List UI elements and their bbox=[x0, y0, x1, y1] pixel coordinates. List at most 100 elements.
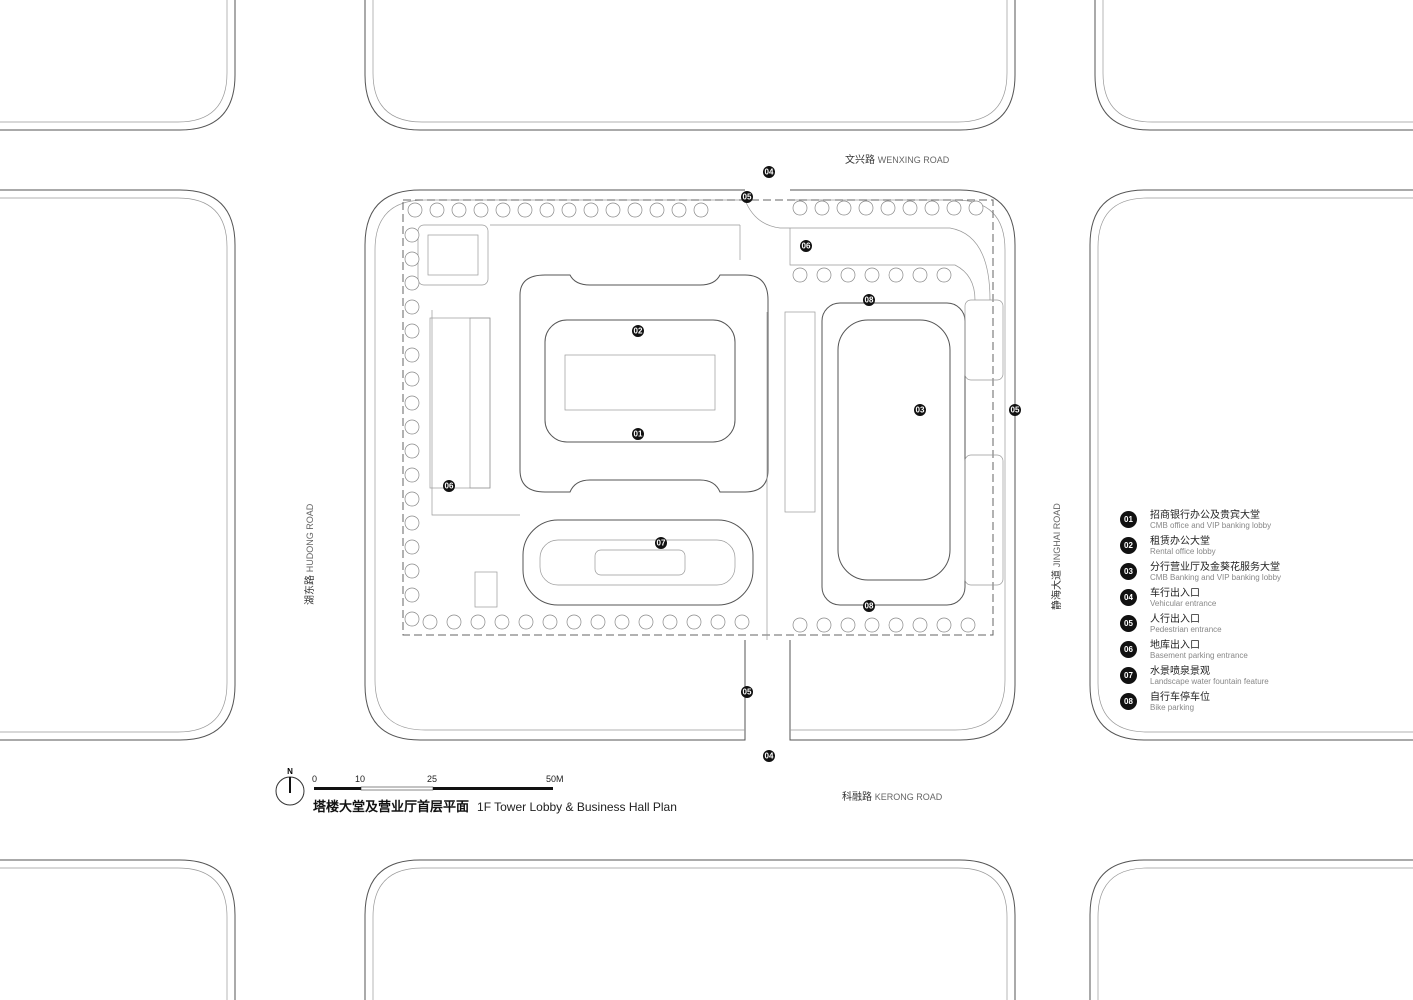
tree-icon bbox=[912, 267, 928, 283]
tree-icon bbox=[912, 617, 928, 633]
legend-number-badge: 03 bbox=[1120, 563, 1137, 580]
marker-06-west: 06 bbox=[443, 480, 455, 492]
scale-bar bbox=[314, 786, 553, 791]
legend-number-badge: 08 bbox=[1120, 693, 1137, 710]
tree-icon bbox=[542, 614, 558, 630]
tree-icon bbox=[792, 617, 808, 633]
tree-icon bbox=[840, 267, 856, 283]
tree-icon bbox=[583, 202, 599, 218]
legend-number-badge: 02 bbox=[1120, 537, 1137, 554]
legend-label-en: Vehicular entrance bbox=[1150, 599, 1217, 608]
tree-icon bbox=[936, 267, 952, 283]
tree-icon bbox=[404, 323, 420, 339]
legend-number-badge: 05 bbox=[1120, 615, 1137, 632]
svg-text:05: 05 bbox=[743, 193, 752, 202]
tree-icon bbox=[792, 267, 808, 283]
tree-icon bbox=[404, 587, 420, 603]
tree-icon bbox=[422, 614, 438, 630]
marker-01: 01 bbox=[632, 428, 644, 440]
tree-icon bbox=[429, 202, 445, 218]
tree-icon bbox=[590, 614, 606, 630]
svg-text:05: 05 bbox=[743, 688, 752, 697]
scale-tick-10: 10 bbox=[355, 774, 366, 784]
legend-label-cn: 车行出入口 bbox=[1150, 588, 1200, 599]
trees bbox=[404, 200, 984, 633]
svg-text:06: 06 bbox=[445, 482, 454, 491]
tree-icon bbox=[888, 617, 904, 633]
tree-icon bbox=[404, 467, 420, 483]
tree-icon bbox=[539, 202, 555, 218]
marker-05-east: 05 bbox=[1009, 404, 1021, 416]
legend-label-en: CMB office and VIP banking lobby bbox=[1150, 521, 1272, 530]
tree-icon bbox=[404, 491, 420, 507]
tree-icon bbox=[671, 202, 687, 218]
plan-title-en: 1F Tower Lobby & Business Hall Plan bbox=[477, 800, 677, 814]
legend-item: 04 车行出入口 Vehicular entrance bbox=[1120, 588, 1281, 614]
tree-icon bbox=[814, 200, 830, 216]
legend-label-en: Rental office lobby bbox=[1150, 547, 1216, 556]
svg-text:03: 03 bbox=[916, 406, 925, 415]
tree-icon bbox=[404, 611, 420, 627]
tree-icon bbox=[404, 299, 420, 315]
tree-icon bbox=[404, 347, 420, 363]
marker-02: 02 bbox=[632, 325, 644, 337]
tree-icon bbox=[495, 202, 511, 218]
legend-item: 01 招商银行办公及贵宾大堂 CMB office and VIP bankin… bbox=[1120, 510, 1281, 536]
svg-text:04: 04 bbox=[765, 752, 774, 761]
tree-icon bbox=[407, 202, 423, 218]
svg-text:01: 01 bbox=[634, 430, 643, 439]
scale-tick-0: 0 bbox=[312, 774, 318, 784]
road-label-west: 湖东路 HUDONG ROAD bbox=[303, 503, 316, 605]
tree-icon bbox=[566, 614, 582, 630]
tree-icon bbox=[686, 614, 702, 630]
tree-icon bbox=[561, 202, 577, 218]
tree-icon bbox=[494, 614, 510, 630]
tower-01-02 bbox=[544, 319, 736, 443]
marker-06-north: 06 bbox=[800, 240, 812, 252]
legend-label-cn: 人行出入口 bbox=[1150, 614, 1200, 625]
legend-number-badge: 06 bbox=[1120, 641, 1137, 658]
tree-icon bbox=[734, 614, 750, 630]
legend-item: 07 水景喷泉景观 Landscape water fountain featu… bbox=[1120, 666, 1281, 692]
marker-04-north: 04 bbox=[763, 166, 775, 178]
legend-item: 03 分行营业厅及金葵花服务大堂 CMB Banking and VIP ban… bbox=[1120, 562, 1281, 588]
tree-icon bbox=[960, 617, 976, 633]
marker-07: 07 bbox=[655, 537, 667, 549]
marker-04-south: 04 bbox=[763, 750, 775, 762]
tree-icon bbox=[404, 563, 420, 579]
svg-text:06: 06 bbox=[802, 242, 811, 251]
legend-label-cn: 地库出入口 bbox=[1150, 640, 1200, 651]
legend-label-en: Basement parking entrance bbox=[1150, 651, 1248, 660]
svg-text:08: 08 bbox=[865, 602, 874, 611]
tree-icon bbox=[404, 395, 420, 411]
tree-icon bbox=[710, 614, 726, 630]
legend-label-en: Pedestrian entrance bbox=[1150, 625, 1222, 634]
tree-icon bbox=[446, 614, 462, 630]
legend-label-en: Bike parking bbox=[1150, 703, 1195, 712]
tree-icon bbox=[924, 200, 940, 216]
tree-icon bbox=[840, 617, 856, 633]
marker-08-south: 08 bbox=[863, 600, 875, 612]
tree-icon bbox=[880, 200, 896, 216]
tree-icon bbox=[404, 251, 420, 267]
buildings bbox=[417, 224, 1004, 640]
tree-icon bbox=[936, 617, 952, 633]
legend-label-cn: 招商银行办公及贵宾大堂 bbox=[1150, 510, 1260, 521]
tree-icon bbox=[517, 202, 533, 218]
tree-icon bbox=[404, 371, 420, 387]
tree-icon bbox=[638, 614, 654, 630]
svg-text:07: 07 bbox=[657, 539, 666, 548]
legend-number-badge: 04 bbox=[1120, 589, 1137, 606]
marker-05-north: 05 bbox=[741, 191, 753, 203]
legend-item: 02 租赁办公大堂 Rental office lobby bbox=[1120, 536, 1281, 562]
tree-icon bbox=[473, 202, 489, 218]
tree-icon bbox=[404, 539, 420, 555]
road-label-north: 文兴路 WENXING ROAD bbox=[845, 153, 950, 166]
legend-label-en: CMB Banking and VIP banking lobby bbox=[1150, 573, 1282, 582]
legend-item: 05 人行出入口 Pedestrian entrance bbox=[1120, 614, 1281, 640]
svg-text:08: 08 bbox=[865, 296, 874, 305]
tree-icon bbox=[858, 200, 874, 216]
legend-label-cn: 水景喷泉景观 bbox=[1150, 666, 1210, 677]
tree-icon bbox=[836, 200, 852, 216]
